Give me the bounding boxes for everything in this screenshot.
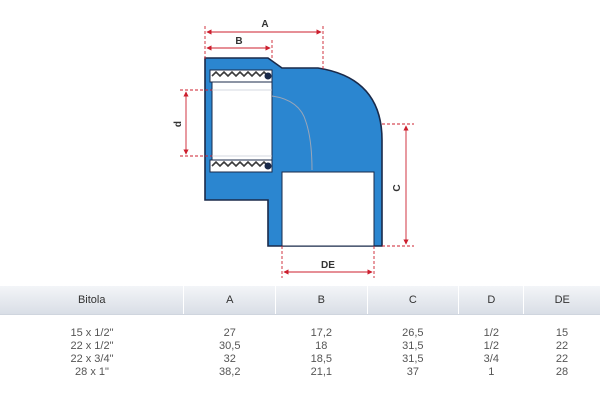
cell-bitola: 22 x 3/4" <box>70 353 114 365</box>
cell-a: 38,2 <box>219 366 241 378</box>
dimension-b-label: B <box>235 36 242 47</box>
dimension-c-label: C <box>392 184 403 191</box>
cell-bitola: 22 x 1/2" <box>70 340 114 352</box>
cell-b: 18,5 <box>310 353 332 365</box>
table-row: 15 x 1/2" 27 17,2 26,5 1/2 15 <box>0 315 600 341</box>
cell-c: 31,5 <box>402 353 424 365</box>
cell-de: 28 <box>555 366 569 378</box>
cell-a: 27 <box>223 327 236 339</box>
table-row: 22 x 1/2" 30,5 18 31,5 1/2 22 <box>0 340 600 353</box>
header-bitola: Bitola <box>0 286 184 315</box>
header-b: B <box>275 286 368 315</box>
dimension-d-label: d <box>173 121 184 127</box>
table-row: 28 x 1" 38,2 21,1 37 1 28 <box>0 366 600 379</box>
header-d: D <box>458 286 524 315</box>
cell-de: 22 <box>555 353 569 365</box>
cell-d: 1 <box>488 366 495 378</box>
cell-b: 17,2 <box>310 327 332 339</box>
dimension-lines <box>180 26 414 278</box>
cell-c: 31,5 <box>402 340 424 352</box>
cell-de: 22 <box>555 340 569 352</box>
table-row: 22 x 3/4" 32 18,5 31,5 3/4 22 <box>0 353 600 366</box>
cell-c: 26,5 <box>402 327 424 339</box>
table-header-row: Bitola A B C D DE <box>0 286 600 315</box>
cell-b: 18 <box>315 340 328 352</box>
thread-insert-bottom <box>209 159 273 173</box>
header-a: A <box>183 286 276 315</box>
cell-b: 21,1 <box>310 366 332 378</box>
header-de: DE <box>523 286 600 315</box>
cell-de: 15 <box>555 327 569 339</box>
elbow-fitting-diagram: A B d C DE <box>173 19 414 278</box>
cell-a: 30,5 <box>219 340 241 352</box>
cell-bitola: 15 x 1/2" <box>70 327 114 339</box>
flow-passage <box>271 95 313 171</box>
cell-d: 1/2 <box>483 327 499 339</box>
cell-c: 37 <box>406 366 419 378</box>
cell-a: 32 <box>223 353 236 365</box>
cell-d: 1/2 <box>483 340 499 352</box>
dimension-a-label: A <box>261 19 268 30</box>
fitting-body <box>204 57 383 247</box>
thread-insert-top <box>209 69 273 83</box>
header-c: C <box>366 286 459 315</box>
solder-socket-bore <box>281 171 375 247</box>
cell-d: 3/4 <box>483 353 499 365</box>
dimension-de-label: DE <box>321 260 335 271</box>
dimensions-table: Bitola A B C D DE 15 x 1/2" 27 17,2 26,5… <box>0 286 600 379</box>
cell-bitola: 28 x 1" <box>75 366 109 378</box>
threaded-socket-bore <box>211 81 273 167</box>
